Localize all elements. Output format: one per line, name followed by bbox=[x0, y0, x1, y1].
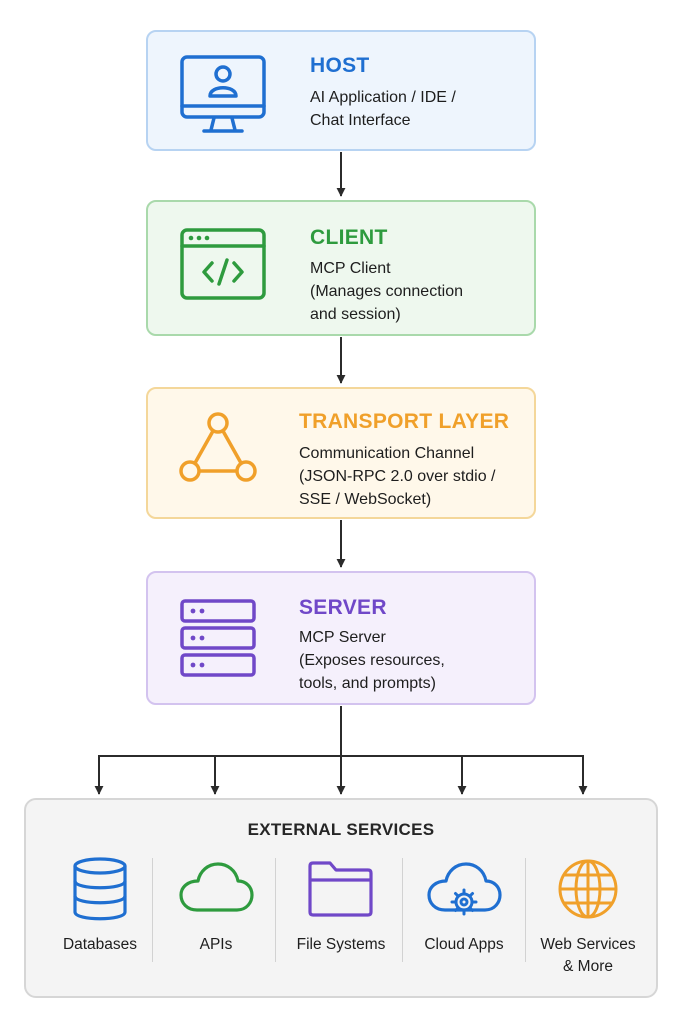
host-description: AI Application / IDE / Chat Interface bbox=[310, 86, 456, 132]
client-description-line: (Manages connection bbox=[310, 283, 463, 300]
server-description-line: MCP Server bbox=[299, 629, 386, 646]
service-apis: APIs bbox=[156, 856, 276, 956]
server-layer-box: SERVER MCP Server (Exposes resources, to… bbox=[146, 571, 536, 705]
server-description-line: tools, and prompts) bbox=[299, 675, 436, 692]
service-cloud-apps: Cloud Apps bbox=[404, 856, 524, 956]
host-title: HOST bbox=[310, 54, 370, 77]
host-description-line: Chat Interface bbox=[310, 112, 411, 129]
service-label: Databases bbox=[40, 934, 160, 956]
transport-description: Communication Channel (JSON-RPC 2.0 over… bbox=[299, 442, 496, 511]
host-layer-box: HOST AI Application / IDE / Chat Interfa… bbox=[146, 30, 536, 151]
external-services-panel: EXTERNAL SERVICES Databases APIs bbox=[24, 798, 658, 998]
service-label: APIs bbox=[156, 934, 276, 956]
client-description-line: and session) bbox=[310, 306, 401, 323]
service-label: File Systems bbox=[278, 934, 404, 956]
monitor-user-icon bbox=[180, 55, 266, 133]
client-title: CLIENT bbox=[310, 226, 388, 249]
client-description-line: MCP Client bbox=[310, 260, 391, 277]
code-window-icon bbox=[180, 228, 266, 300]
server-title: SERVER bbox=[299, 596, 387, 619]
service-web-services: Web Services & More bbox=[528, 856, 648, 978]
service-databases: Databases bbox=[40, 856, 160, 956]
service-divider bbox=[275, 858, 276, 962]
server-description: MCP Server (Exposes resources, tools, an… bbox=[299, 626, 445, 695]
transport-description-line: Communication Channel bbox=[299, 445, 475, 462]
service-label-line: & More bbox=[563, 958, 613, 975]
service-divider bbox=[402, 858, 403, 962]
client-description: MCP Client (Manages connection and sessi… bbox=[310, 257, 463, 326]
client-layer-box: CLIENT MCP Client (Manages connection an… bbox=[146, 200, 536, 336]
external-services-title: EXTERNAL SERVICES bbox=[247, 820, 435, 839]
transport-title: TRANSPORT LAYER bbox=[299, 410, 510, 433]
service-label-line: Web Services bbox=[540, 936, 636, 953]
service-label: Cloud Apps bbox=[404, 934, 524, 956]
network-triangle-icon bbox=[179, 412, 257, 482]
server-rack-icon bbox=[180, 599, 256, 677]
cloud-gear-icon bbox=[427, 862, 502, 916]
service-divider bbox=[525, 858, 526, 962]
service-divider bbox=[152, 858, 153, 962]
transport-description-line: SSE / WebSocket) bbox=[299, 491, 432, 508]
globe-icon bbox=[558, 859, 618, 919]
transport-description-line: (JSON-RPC 2.0 over stdio / bbox=[299, 468, 496, 485]
cloud-icon bbox=[179, 862, 254, 912]
service-label: Web Services & More bbox=[528, 934, 648, 978]
database-icon bbox=[73, 857, 127, 921]
host-description-line: AI Application / IDE / bbox=[310, 89, 456, 106]
service-file-systems: File Systems bbox=[278, 856, 404, 956]
server-description-line: (Exposes resources, bbox=[299, 652, 445, 669]
folder-icon bbox=[308, 861, 373, 917]
service-label-line: APIs bbox=[199, 936, 233, 953]
service-label-line: Cloud Apps bbox=[424, 936, 504, 953]
transport-layer-box: TRANSPORT LAYER Communication Channel (J… bbox=[146, 387, 536, 519]
service-label-line: Databases bbox=[62, 936, 138, 953]
service-label-line: File Systems bbox=[296, 936, 386, 953]
